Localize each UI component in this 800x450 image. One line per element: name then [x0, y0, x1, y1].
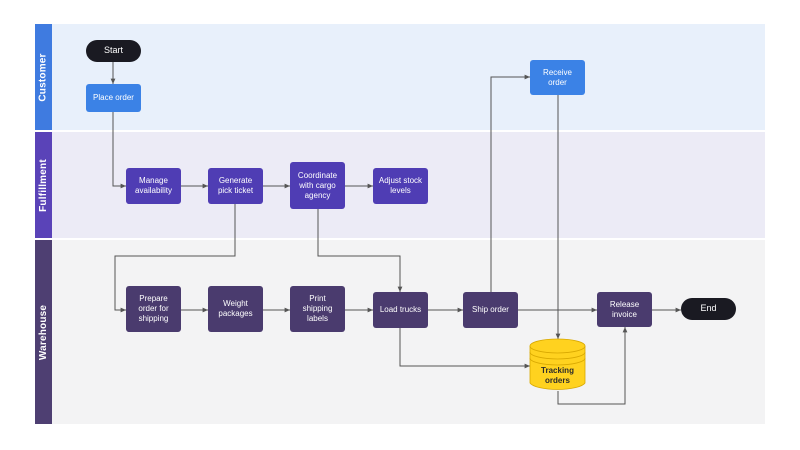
edge-load-tracking [399, 328, 530, 369]
ship-order-node[interactable]: Ship order [463, 292, 518, 328]
receive-order-label: Receive order [543, 67, 572, 87]
release-invoice-label: Release invoice [609, 299, 640, 319]
tracking-orders-label: Tracking orders [541, 366, 574, 385]
coordinate-cargo-label: Coordinate with cargo agency [297, 170, 338, 200]
manage-availability-label: Manage availability [135, 176, 172, 195]
receive-order-node[interactable]: Receive order [530, 60, 585, 95]
place-order-node[interactable]: Place order [86, 84, 141, 112]
edge-place-order-manage [112, 112, 126, 189]
coordinate-cargo-node[interactable]: Coordinate with cargo agency [290, 162, 345, 209]
start-label: Start [103, 45, 123, 56]
print-labels-label: Print shipping labels [302, 294, 333, 323]
generate-pick-ticket-label: Generate pick ticket [217, 176, 254, 195]
tracking-orders-database-icon [529, 338, 586, 390]
weight-packages-label: Weight packages [218, 299, 253, 318]
prepare-order-node[interactable]: Prepare order for shipping [126, 286, 181, 332]
start-node[interactable]: Start [86, 40, 141, 62]
lane-tab-fulfillment: Fulfillment [35, 132, 52, 238]
edge-generate-prepare [114, 204, 236, 313]
lane-tab-customer: Customer [35, 24, 52, 130]
end-node[interactable]: End [681, 298, 736, 320]
generate-pick-ticket-node[interactable]: Generate pick ticket [208, 168, 263, 204]
lane-customer [52, 24, 765, 130]
ship-order-label: Ship order [472, 305, 509, 314]
lane-tab-warehouse: Warehouse [35, 240, 52, 424]
print-labels-node[interactable]: Print shipping labels [290, 286, 345, 332]
adjust-stock-label: Adjust stock levels [378, 176, 423, 195]
adjust-stock-node[interactable]: Adjust stock levels [373, 168, 428, 204]
edge-tracking-release [557, 327, 628, 405]
weight-packages-node[interactable]: Weight packages [208, 286, 263, 332]
place-order-label: Place order [93, 93, 134, 102]
edge-coordinate-load [317, 209, 403, 292]
load-trucks-label: Load trucks [379, 305, 422, 314]
prepare-order-label: Prepare order for shipping [138, 294, 169, 323]
edge-ship-receive [490, 74, 530, 292]
lane-warehouse [52, 240, 765, 424]
end-label: End [700, 303, 717, 314]
load-trucks-node[interactable]: Load trucks [373, 292, 428, 328]
manage-availability-node[interactable]: Manage availability [126, 168, 181, 204]
release-invoice-node[interactable]: Release invoice [597, 292, 652, 327]
